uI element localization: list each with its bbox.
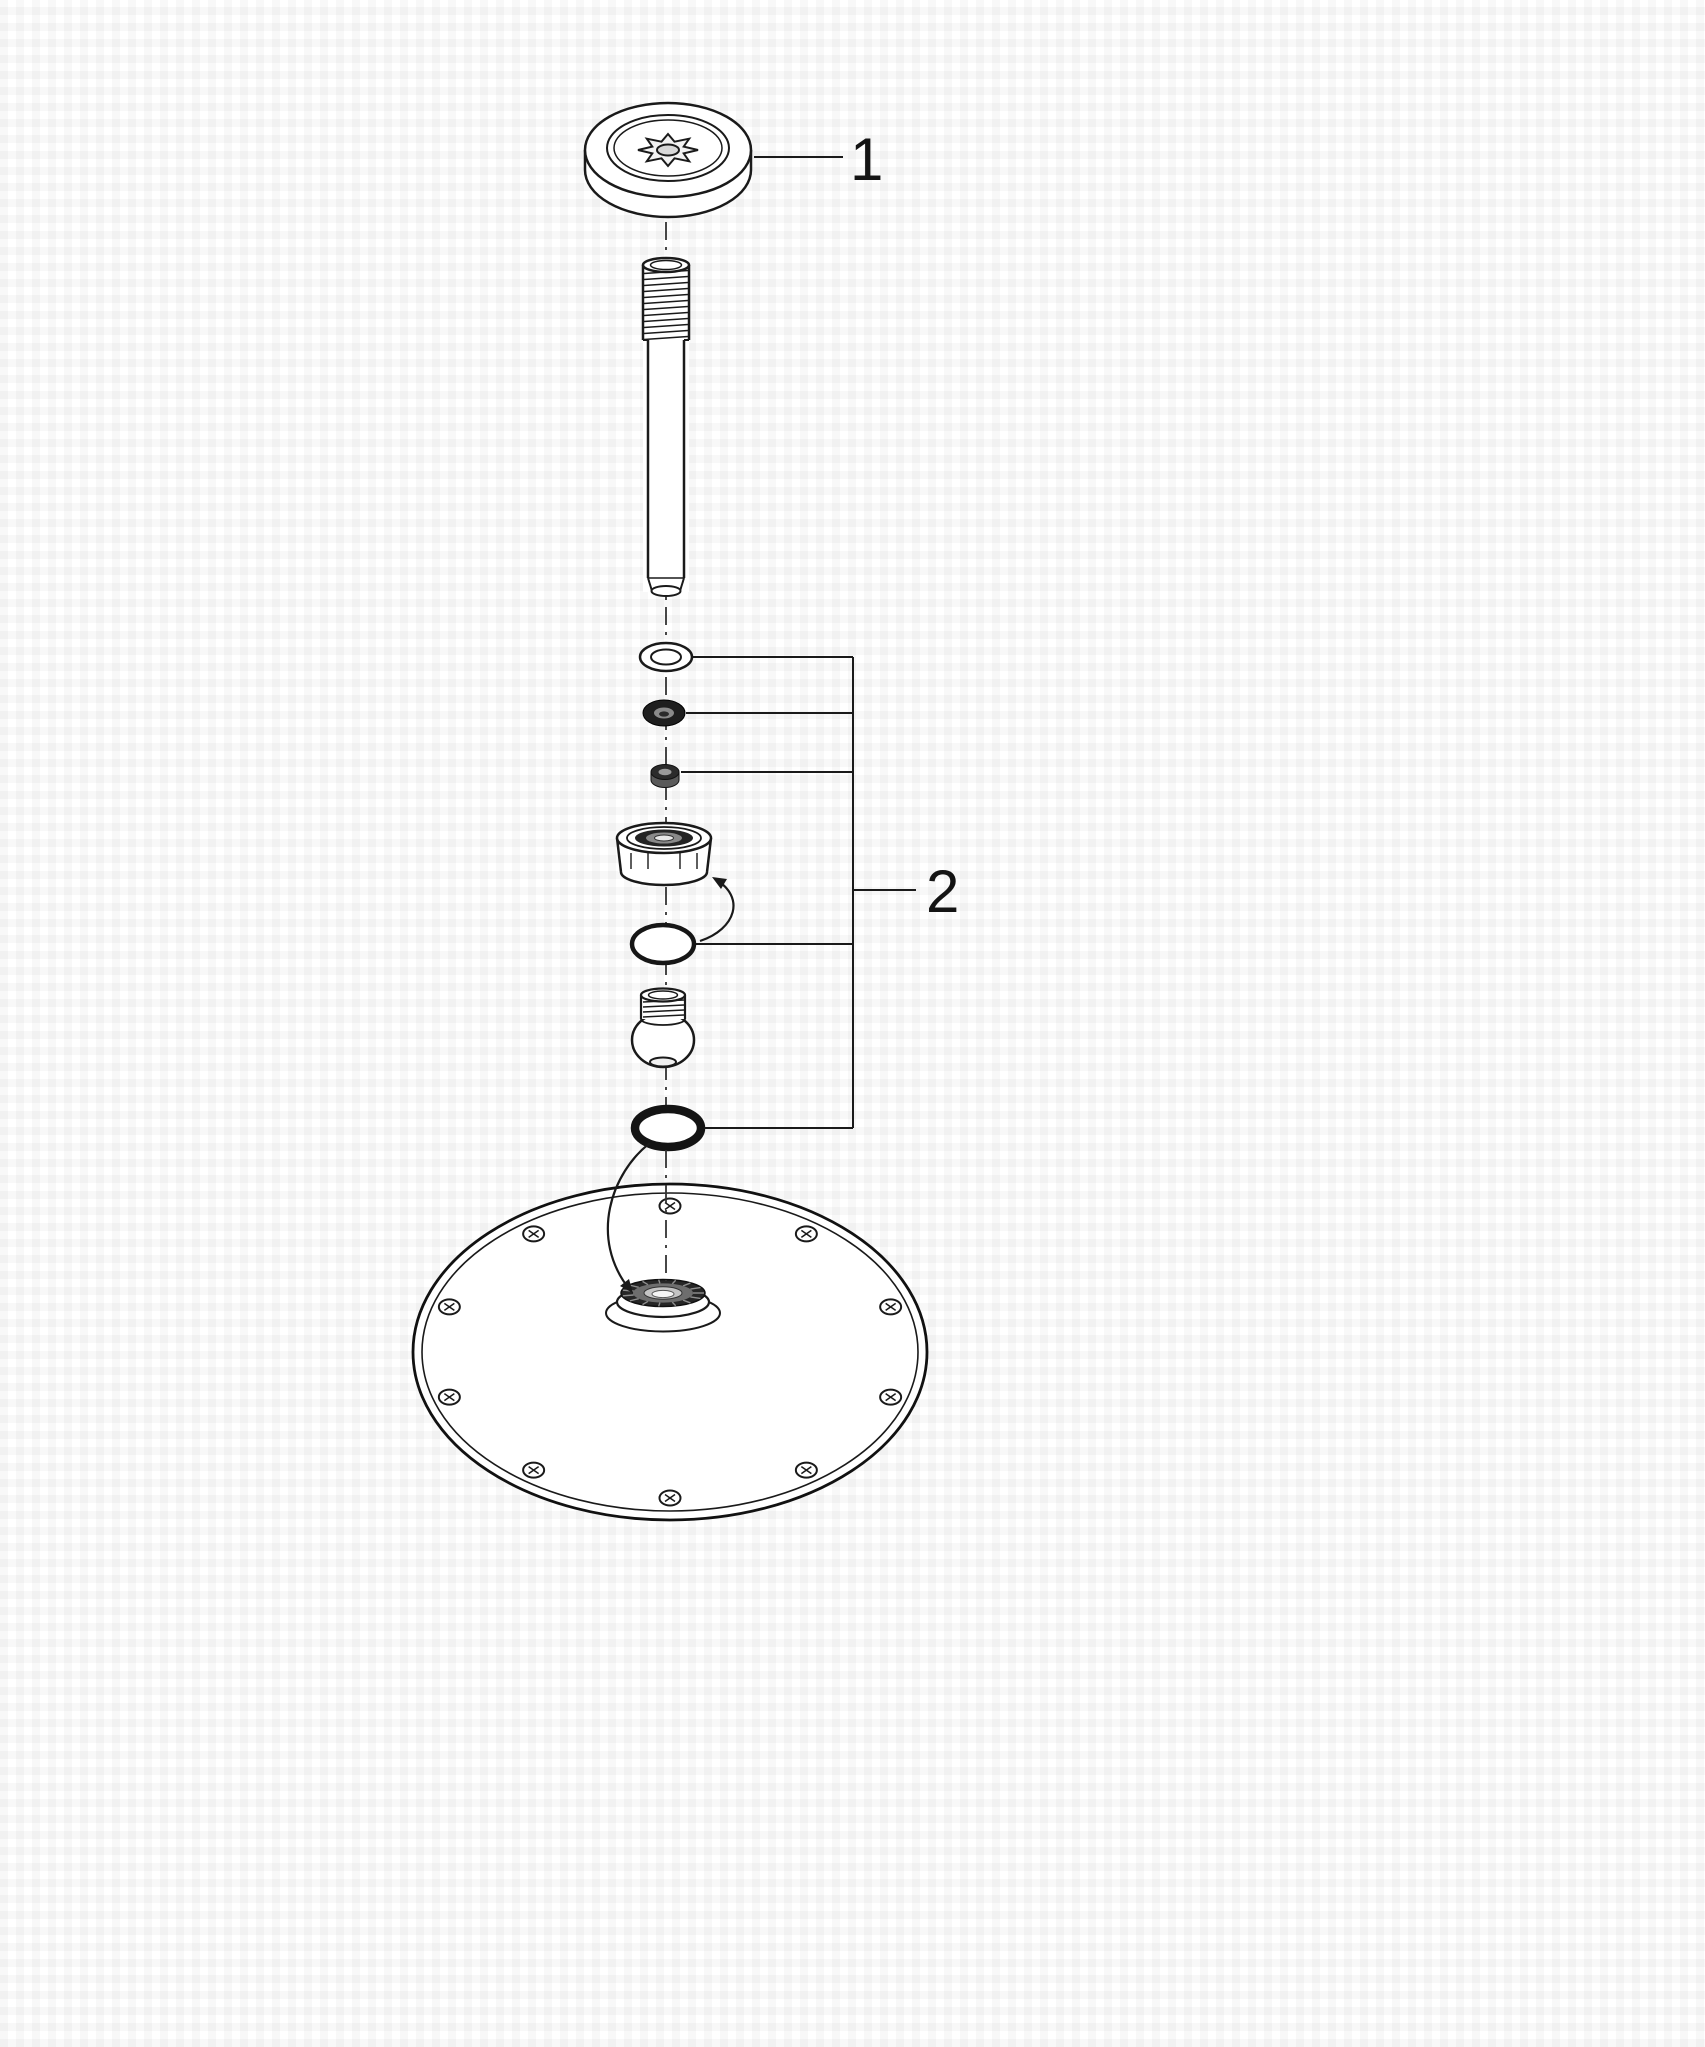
callout-1: 1 <box>754 126 883 193</box>
arm-thread-line <box>643 335 689 341</box>
plate-outer-rim <box>411 1182 929 1522</box>
gasket-hole <box>659 711 669 717</box>
nut-side-left <box>615 837 623 873</box>
screw-slot <box>800 1229 812 1238</box>
collar-rib <box>629 1284 639 1289</box>
seal-gasket <box>642 699 686 727</box>
arm-top-bore <box>649 259 683 271</box>
arm-thread-line <box>643 275 689 281</box>
screw-slot <box>885 1393 897 1402</box>
ball-outlet <box>649 1056 677 1068</box>
arm-thread-line <box>643 329 689 335</box>
collar-rib <box>682 1299 691 1304</box>
screw-slot <box>664 1493 676 1503</box>
screw-slot <box>800 1466 812 1475</box>
nut-side-right <box>705 837 713 873</box>
nut-fill-bottom <box>619 856 709 884</box>
arm-thread-line <box>643 281 689 287</box>
ball-thread-line <box>642 1009 685 1013</box>
callout-1-label: 1 <box>850 126 883 193</box>
washer-ring <box>638 641 694 673</box>
arrow-upper-head <box>712 877 727 889</box>
arm-chamfer-left <box>647 577 653 592</box>
assembly-arrow-upper <box>699 877 735 943</box>
collar-rib <box>690 1296 701 1300</box>
assembly-arrow-lower <box>606 1142 651 1293</box>
screw-slot <box>885 1302 897 1311</box>
collar-rib <box>682 1282 691 1287</box>
bushing <box>650 764 680 788</box>
callout-2-label: 2 <box>926 858 959 925</box>
union-nut <box>615 821 713 887</box>
arrow-lower-curve <box>606 1142 651 1291</box>
collar-rib <box>671 1301 677 1307</box>
flange-center-hole <box>656 143 680 157</box>
nut-bottom-arc <box>619 871 709 887</box>
collar-rib <box>671 1279 677 1285</box>
screw-slot <box>443 1393 455 1402</box>
arm-chamfer-right <box>679 577 685 592</box>
center-collar <box>605 1278 721 1333</box>
collar-rib <box>642 1300 649 1306</box>
collar-rib <box>622 1294 634 1297</box>
ball-thread-line <box>642 1004 685 1008</box>
collar-rib <box>658 1279 661 1284</box>
o-ring-large <box>630 1104 706 1152</box>
arm-thread-line <box>643 317 689 323</box>
arm-thread-line <box>643 311 689 317</box>
collar-knurling <box>622 1279 704 1307</box>
screw-slot <box>664 1201 676 1211</box>
arm-thread-line <box>643 305 689 311</box>
arrow-lower-head <box>620 1279 633 1293</box>
collar-rib <box>642 1280 649 1286</box>
neck-bore <box>647 990 679 1000</box>
shower-head-plate <box>411 1182 929 1522</box>
collar-bore <box>651 1289 675 1299</box>
ball-thread-line <box>642 1014 685 1018</box>
arm-thread-line <box>643 323 689 329</box>
callout-2: 2 <box>681 656 959 1129</box>
arm-thread-line <box>643 299 689 305</box>
plate-inner-rim <box>421 1192 919 1512</box>
nut-bore <box>654 834 674 842</box>
plate-screws <box>437 1197 903 1507</box>
swivel-ball-joint <box>630 987 696 1069</box>
arm-thread-line <box>643 287 689 293</box>
nut-notches <box>630 853 698 869</box>
collar-rib <box>658 1302 661 1307</box>
bushing-bore <box>658 768 672 776</box>
ceiling-escutcheon <box>583 101 753 219</box>
neck-junction-arc <box>640 1018 686 1026</box>
o-ring <box>629 922 697 966</box>
collar-rib <box>629 1297 639 1302</box>
arm-thread-line <box>643 293 689 299</box>
arrow-upper-curve <box>699 878 735 943</box>
screw-slot <box>528 1466 540 1475</box>
washer-inner <box>650 648 682 666</box>
collar-rib <box>690 1286 701 1290</box>
o-ring-large-body <box>630 1104 706 1152</box>
arm-bottom-end <box>650 585 682 597</box>
screw-slot <box>528 1229 540 1238</box>
screw-slot <box>443 1302 455 1311</box>
o-ring-body <box>629 922 697 966</box>
shower-arm <box>641 256 691 597</box>
